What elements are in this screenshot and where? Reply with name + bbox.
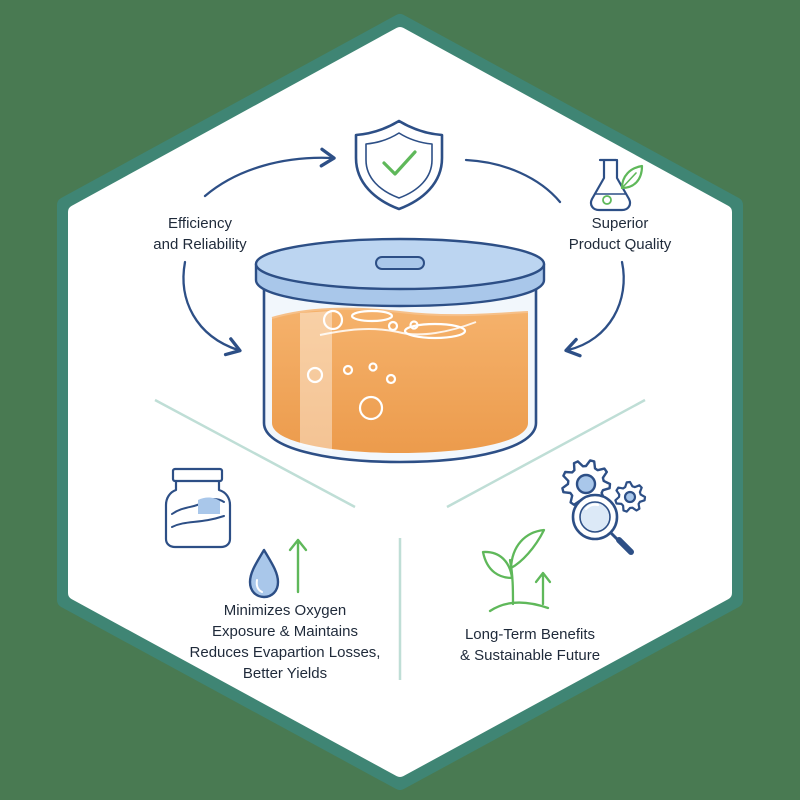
label-long-term-benefits: Long-Term Benefits & Sustainable Future (430, 624, 630, 666)
label-minimizes-oxygen-exposure: Minimizes Oxygen Exposure & Maintains Re… (170, 600, 400, 684)
label-line: & Sustainable Future (459, 647, 601, 664)
tank-liquid (272, 308, 528, 453)
label-line: Minimizes Oxygen (223, 602, 347, 619)
bubbles (306, 309, 467, 421)
gear-hub (575, 473, 597, 495)
label-superior-product-quality: Superior Product Quality (540, 213, 700, 255)
sprout-icon (481, 528, 552, 613)
label-line: Product Quality (568, 236, 672, 253)
arrow-left (182, 260, 242, 357)
label-line: Exposure & Maintains (212, 623, 358, 640)
gears-magnifier-icon (561, 459, 647, 555)
label-line: Better Yields (242, 665, 328, 682)
label-line: and Reliability (153, 236, 247, 253)
water-drop-icon (248, 538, 308, 599)
gear-small (614, 480, 647, 513)
label-line: Long-Term Benefits (464, 626, 596, 643)
cycle-arrows (182, 147, 625, 358)
gear-hub (623, 490, 637, 504)
label-efficiency-reliability: Efficiency and Reliability (120, 213, 280, 255)
sealed-tank-icon (254, 237, 546, 464)
shield-check-icon (354, 119, 444, 211)
jar-icon (164, 467, 232, 549)
label-line: Superior (591, 215, 649, 232)
arrow-top-right (464, 158, 562, 204)
flask-leaf-icon (589, 158, 644, 212)
arrow-right (564, 260, 625, 358)
section-dividers (154, 398, 646, 680)
label-line: Reduces Evapartion Losses, (189, 644, 381, 661)
arrow-top-left (203, 147, 336, 198)
label-line: Efficiency (168, 215, 232, 232)
